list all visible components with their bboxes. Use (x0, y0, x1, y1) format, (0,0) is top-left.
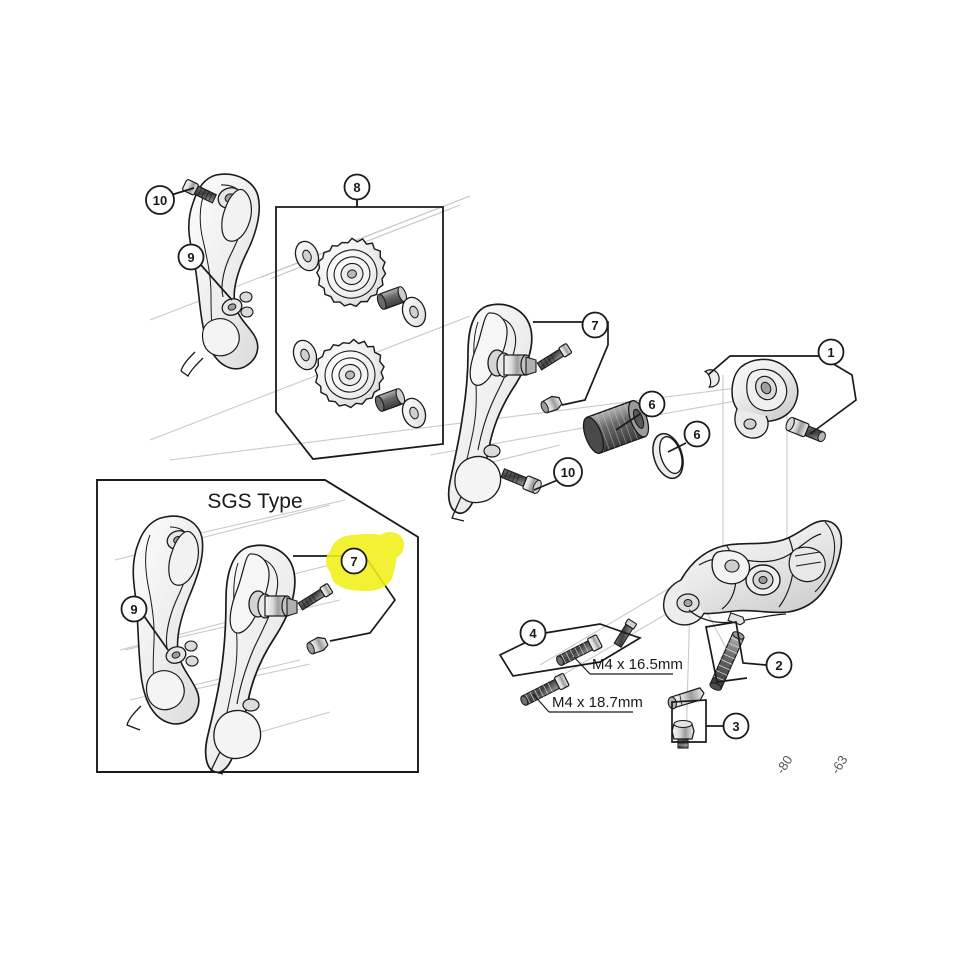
cage-lower-eye (454, 444, 502, 504)
corner-code: -80 (773, 753, 796, 777)
sgs-pivot-nut (306, 636, 329, 655)
pulley-set-box-outline (275, 206, 444, 460)
callout-4: 4 (519, 619, 547, 647)
sgs-type-box-outline (96, 479, 419, 773)
sgs-pivot-bolt (297, 583, 334, 611)
callout-circle (638, 390, 666, 418)
callout-label: 10 (561, 465, 575, 480)
callout-circle (519, 619, 547, 647)
callout-circle (581, 311, 609, 339)
tension-ring (652, 432, 684, 480)
pulley-bushing-upper (376, 286, 408, 310)
pivot-nut-center (540, 395, 563, 414)
callout-9: 9 (177, 243, 205, 271)
callout-circle (817, 338, 845, 366)
spec-label: M4 x 18.7mm (552, 694, 643, 711)
pulley-washer-lower-left (292, 339, 318, 371)
callout-label: 9 (187, 250, 194, 265)
screw-pin-upper (613, 618, 637, 649)
callout-1: 1 (817, 338, 845, 366)
upper-pulley-assembly (294, 237, 427, 328)
pulley-bushing-lower (374, 388, 406, 412)
fixing-bolt-center (500, 468, 542, 494)
callout-7: 7 (340, 547, 368, 575)
leader-brackets (170, 187, 857, 743)
callout-circle (343, 173, 371, 201)
pivot-bolt-center (536, 343, 573, 371)
leader-bracket-2 (704, 621, 767, 683)
callout-7: 7 (581, 311, 609, 339)
callout-circle (765, 651, 793, 679)
callout-label: 6 (693, 427, 700, 442)
spec-label-leaders (532, 656, 591, 713)
p-knuckle-bracket (731, 358, 799, 439)
sgs-outer-cage-plate (204, 544, 298, 775)
pulley-washer-upper-right (401, 296, 427, 328)
corner-code: -63 (828, 753, 851, 777)
callout-10: 10 (553, 457, 583, 487)
callout-label: 6 (648, 397, 655, 412)
callout-label: 10 (153, 193, 167, 208)
spec-label: M4 x 16.5mm (592, 656, 683, 673)
screw-m4-18-7 (520, 672, 570, 706)
pulley-wheel-upper (316, 237, 387, 308)
derailleur-main-body (662, 520, 843, 626)
p-knuckle-bolt (785, 416, 826, 443)
callout-label: 4 (529, 626, 537, 641)
callout-label: 9 (130, 602, 137, 617)
spec-labels-layer: M4 x 16.5mm M4 x 18.7mm (552, 656, 683, 711)
leader-bracket-3 (671, 699, 723, 743)
callout-9: 9 (120, 595, 148, 623)
lower-pulley-assembly (292, 338, 427, 429)
callout-bubbles-layer: 1 2 3 4 6 6 7 7 8 9 9 10 10 (120, 173, 845, 740)
callout-circle (722, 712, 750, 740)
callout-label: 8 (353, 180, 360, 195)
axis-line-lower-pulley (149, 315, 471, 441)
leader-line-10-top (170, 187, 195, 196)
sgs-leader-line-9 (143, 615, 169, 651)
callout-3: 3 (722, 712, 750, 740)
leader-line-10-center (533, 478, 561, 491)
callout-circle (177, 243, 205, 271)
callout-circle (683, 420, 711, 448)
leader-bracket-4 (498, 623, 642, 677)
outer-cage-plate-center (447, 303, 537, 522)
sgs-inner-cage-plate (126, 515, 204, 731)
callout-6: 6 (638, 390, 666, 418)
callout-label: 1 (827, 345, 834, 360)
spec-label-underlines (549, 673, 673, 713)
tension-bushing (582, 400, 650, 454)
leader-bracket-1 (707, 355, 857, 435)
sgs-type-title: SGS Type (207, 490, 302, 513)
screw-m4-16-5 (556, 634, 603, 666)
callout-10: 10 (145, 185, 175, 215)
callout-circle (145, 185, 175, 215)
callout-6: 6 (683, 420, 711, 448)
bracket-bolt-3 (671, 719, 695, 749)
callout-label: 2 (775, 658, 782, 673)
pulley-wheel-lower (314, 338, 385, 409)
callout-8: 8 (343, 173, 371, 201)
leader-line-6-right (667, 442, 687, 453)
callout-circle (340, 547, 368, 575)
callout-label: 3 (732, 719, 739, 734)
leader-line-6-left (615, 413, 641, 431)
pulley-washer-lower-right (401, 397, 427, 429)
callout-circle (120, 595, 148, 623)
cage-pivot-hub (487, 349, 537, 378)
sgs-cage-lower-eye (213, 698, 262, 760)
axis-line-upper-pulley-2 (261, 195, 471, 278)
callout-label: 7 (350, 554, 357, 569)
corner-codes-layer: -80 -63 (773, 753, 851, 777)
leader-line-9-top (200, 264, 233, 301)
callout-2: 2 (765, 651, 793, 679)
sgs-type-box: SGS Type (96, 479, 419, 773)
callout-label: 7 (591, 318, 598, 333)
callout-circle (553, 457, 583, 487)
inner-cage-plate-top (180, 173, 261, 377)
pulley-washer-upper-left (294, 240, 320, 272)
sgs-cage-pivot-hub (248, 590, 298, 619)
